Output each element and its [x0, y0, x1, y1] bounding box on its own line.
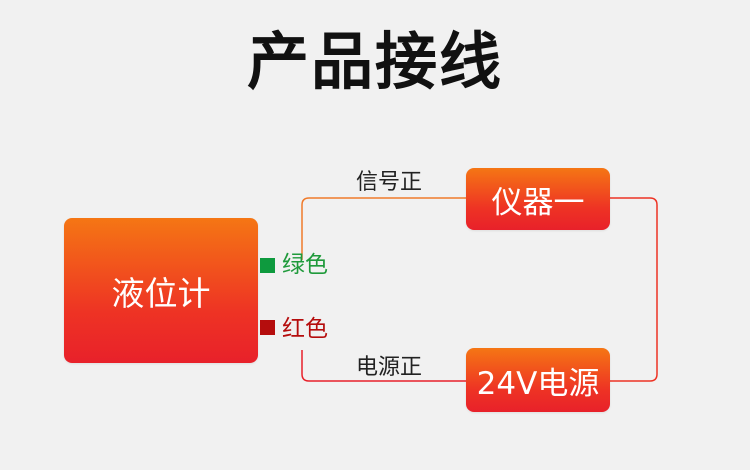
- power-wire: [301, 350, 466, 382]
- green-wire-label: 绿色: [282, 252, 328, 278]
- power-positive-label: 电源正: [356, 355, 423, 380]
- level-meter-label: 液位计: [111, 273, 211, 313]
- instrument-label: 仪器一: [491, 184, 585, 221]
- loop-wire: [610, 197, 658, 382]
- level-meter-box: 液位计: [64, 218, 258, 363]
- instrument-box: 仪器一: [466, 168, 610, 230]
- signal-positive-label: 信号正: [356, 170, 423, 195]
- green-wire-swatch: [260, 258, 275, 273]
- red-wire-swatch: [260, 320, 275, 335]
- power-supply-label: 24V电源: [476, 365, 600, 402]
- diagram-title: 产品接线: [246, 25, 503, 98]
- red-wire-label: 红色: [282, 316, 328, 342]
- power-supply-box: 24V电源: [466, 348, 610, 412]
- signal-wire: [301, 197, 466, 260]
